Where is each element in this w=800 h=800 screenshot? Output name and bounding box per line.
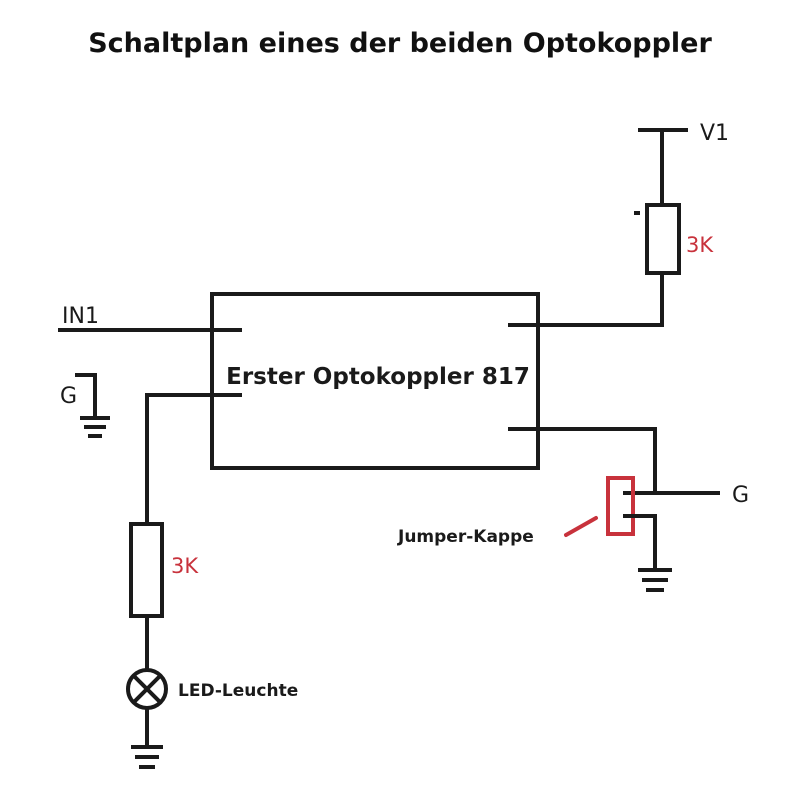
diagram-title: Schaltplan eines der beiden Optokoppler <box>88 28 712 59</box>
ground-symbol-right <box>638 568 672 592</box>
ground-symbol-led <box>131 745 163 769</box>
jumper-pointer <box>564 516 598 537</box>
jumper-label: Jumper-Kappe <box>397 527 534 547</box>
g-right-label: G <box>732 483 749 508</box>
v1-label: V1 <box>700 121 729 146</box>
resistor-bottom <box>129 522 164 618</box>
optocoupler-label: Erster Optokoppler 817 <box>226 364 530 390</box>
jumper-cap <box>606 476 635 536</box>
optocoupler-box <box>210 292 540 470</box>
resistor-bottom-label: 3K <box>171 554 199 578</box>
led-label: LED-Leuchte <box>178 681 298 701</box>
resistor-top <box>645 203 681 275</box>
g-left-label: G <box>60 384 77 409</box>
led-lamp-icon <box>126 668 168 710</box>
ground-symbol-left <box>80 416 110 438</box>
in1-label: IN1 <box>62 304 99 329</box>
resistor-top-label: 3K <box>686 233 714 257</box>
